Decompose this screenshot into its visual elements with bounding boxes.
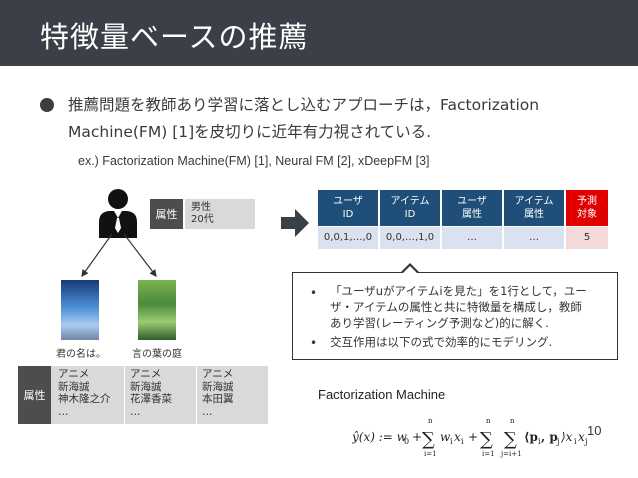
callout-line: 「ユーザuがアイテムiを見た」を1行として，ユー (330, 283, 612, 299)
attr-genre: アニメ (58, 368, 111, 381)
title-bar: 特徴量ベースの推薦 (0, 0, 638, 66)
movie-poster-image (138, 280, 176, 340)
item-attribute-column: アニメ 新海誠 花澤香菜 … (130, 368, 172, 418)
movie-title: 言の葉の庭 (132, 345, 182, 360)
formula-plus: + (412, 430, 422, 444)
user-attribute-label: 属性 (150, 199, 183, 229)
sum-bottom: i=1 (482, 450, 495, 458)
item-attribute-column: アニメ 新海誠 神木隆之介 … (58, 368, 111, 418)
table-header: アイテム 属性 (504, 190, 564, 226)
header-top: ユーザ (333, 195, 363, 208)
main-bullet-line2: Machine(FM) [1]を皮切りに近年有力視されている. (68, 119, 618, 146)
formula-plus: + (468, 430, 478, 444)
callout-bullet-2: 交互作用は以下の式で効率的にモデリング. (330, 334, 612, 350)
attr-ellipsis: … (58, 406, 111, 419)
attr-director: 新海誠 (58, 381, 111, 394)
formula-term: x (578, 430, 585, 444)
user-attribute-value: 男性 20代 (185, 199, 255, 229)
attr-genre: アニメ (202, 368, 234, 381)
svg-text:j: j (584, 437, 587, 446)
item-attribute-label: 属性 (18, 366, 51, 424)
sum-top: n (428, 417, 433, 425)
user-gender: 男性 (191, 202, 255, 214)
formula-term: , p (541, 430, 558, 444)
formula-title: Factorization Machine (318, 387, 445, 402)
fm-formula: ŷ(x) := w 0 + n ∑ i=1 w i x i + n ∑ i=1 … (352, 410, 592, 460)
table-header: ユーザ 属性 (442, 190, 502, 226)
attr-director: 新海誠 (130, 381, 172, 394)
header-bottom: 属性 (524, 208, 544, 221)
table-header: ユーザ ID (318, 190, 378, 226)
user-icon (96, 188, 140, 238)
sum-bottom: j=i+1 (500, 450, 522, 458)
formula-lhs: ŷ(x) := w (352, 430, 408, 444)
formula-sub: 0 (404, 437, 409, 446)
sum-bottom: i=1 (424, 450, 437, 458)
attr-actor: 花澤香菜 (130, 393, 172, 406)
formula-term: x (454, 430, 461, 444)
header-top: ユーザ (457, 195, 487, 208)
header-bottom: 対象 (577, 208, 597, 221)
main-bullet-line1: 推薦問題を教師あり学習に落とし込むアプローチは，Factorization (68, 92, 618, 119)
table-cell: 0,0,1,…,0 (318, 227, 378, 249)
formula-term: ⟨p (524, 430, 538, 444)
table-header: アイテム ID (380, 190, 440, 226)
table-header-target: 予測 対象 (566, 190, 608, 226)
attr-ellipsis: … (202, 406, 234, 419)
formula-sub: i (574, 437, 577, 446)
callout-line: あり学習(レーティング予測など)的に解く. (330, 315, 612, 331)
table-cell: … (442, 227, 502, 249)
attr-actor: 神木隆之介 (58, 393, 111, 406)
callout-bullet-1: 「ユーザuがアイテムiを見た」を1行として，ユー ザ・アイテムの属性と共に特徴量… (330, 283, 612, 331)
slide-title: 特徴量ベースの推薦 (40, 14, 309, 56)
user-to-movies-arrows (60, 232, 170, 280)
header-bottom: 属性 (462, 208, 482, 221)
bullet-dot-icon (40, 98, 54, 112)
table-cell-target: 5 (566, 227, 608, 249)
example-text: ex.) Factorization Machine(FM) [1], Neur… (78, 154, 430, 168)
header-top: 予測 (577, 195, 597, 208)
table-cell: 0,0,…,1,0 (380, 227, 440, 249)
formula-term: ⟩x (560, 430, 573, 444)
sum-top: n (510, 417, 515, 425)
header-bottom: ID (405, 208, 416, 221)
callout-pointer-fill (402, 266, 418, 274)
header-top: アイテム (515, 195, 554, 208)
movie-poster-image (61, 280, 99, 340)
header-top: アイテム (391, 195, 430, 208)
sum-top: n (486, 417, 491, 425)
main-bullet-text: 推薦問題を教師あり学習に落とし込むアプローチは，Factorization Ma… (68, 92, 618, 146)
sum-sign: ∑ (504, 429, 517, 450)
header-bottom: ID (343, 208, 354, 221)
divider (196, 366, 197, 424)
attr-genre: アニメ (130, 368, 172, 381)
attr-ellipsis: … (130, 406, 172, 419)
sum-sign: ∑ (480, 429, 493, 450)
right-arrow-icon (280, 208, 310, 238)
divider (124, 366, 125, 424)
attr-actor: 本田翼 (202, 393, 234, 406)
table-cell: … (504, 227, 564, 249)
bullet-dot-icon: • (310, 336, 317, 350)
item-attribute-column: アニメ 新海誠 本田翼 … (202, 368, 234, 418)
page-number: 10 (587, 423, 601, 438)
user-age: 20代 (191, 214, 255, 226)
formula-sub: i (461, 437, 464, 446)
sum-sign: ∑ (422, 429, 435, 450)
bullet-dot-icon: • (310, 286, 317, 300)
attr-director: 新海誠 (202, 381, 234, 394)
movie-title: 君の名は。 (56, 345, 106, 360)
svg-text:j: j (556, 437, 559, 446)
formula-sub: i (450, 437, 453, 446)
callout-line: ザ・アイテムの属性と共に特徴量を構成し，教師 (330, 299, 612, 315)
